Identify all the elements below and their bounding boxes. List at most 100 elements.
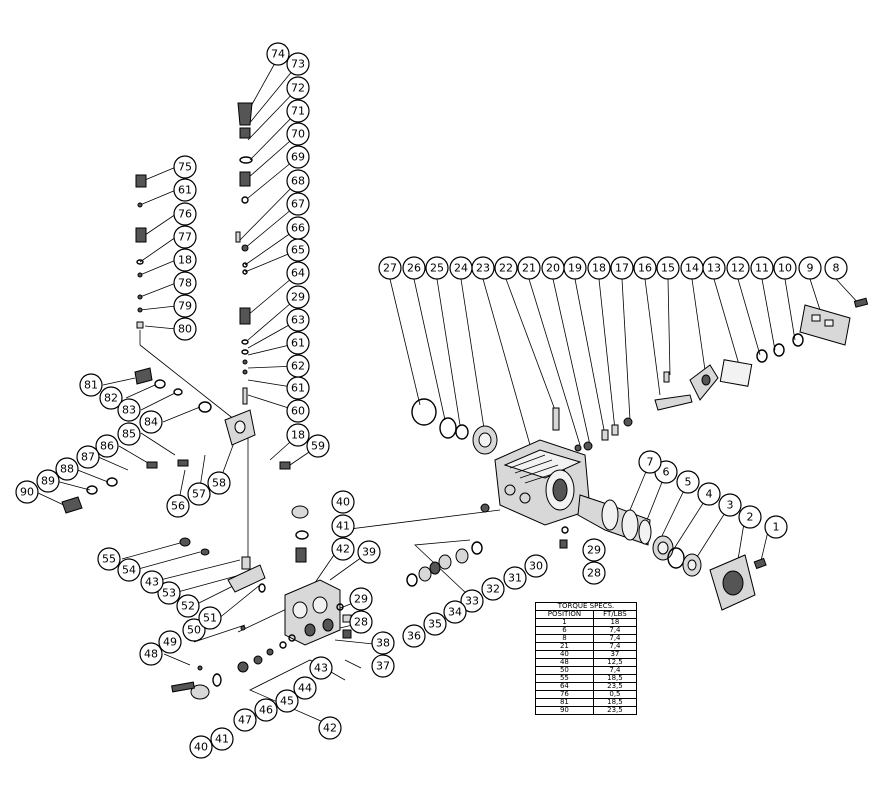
svg-text:11: 11 [755, 262, 769, 275]
callout-83: 83 [117, 398, 141, 422]
svg-text:1: 1 [773, 521, 780, 534]
svg-text:18: 18 [178, 254, 192, 267]
svg-text:27: 27 [383, 262, 397, 275]
callout-24: 24 [449, 256, 473, 280]
callout-54: 54 [117, 558, 141, 582]
callout-61-c: 61 [173, 178, 197, 202]
svg-text:40: 40 [336, 496, 350, 509]
svg-text:49: 49 [163, 636, 177, 649]
callout-57: 57 [187, 482, 211, 506]
svg-text:28: 28 [587, 567, 601, 580]
svg-text:71: 71 [291, 105, 305, 118]
svg-text:36: 36 [407, 630, 421, 643]
callout-18: 18 [587, 256, 611, 280]
callout-75: 75 [173, 155, 197, 179]
svg-text:2: 2 [747, 511, 754, 524]
callout-10: 10 [773, 256, 797, 280]
cover-plate [411, 297, 869, 455]
pump-drawing: 1 2 3 4 5 6 7 8 9 10 11 12 13 14 15 16 1… [15, 42, 869, 759]
svg-text:88: 88 [60, 463, 74, 476]
callout-41-bottom: 41 [210, 727, 234, 751]
svg-text:17: 17 [615, 262, 629, 275]
callout-65: 65 [286, 238, 310, 262]
svg-text:50: 50 [187, 624, 201, 637]
callout-81: 81 [79, 373, 103, 397]
svg-text:89: 89 [41, 475, 55, 488]
callout-87: 87 [76, 445, 100, 469]
callout-7: 7 [638, 450, 662, 474]
callout-16: 16 [633, 256, 657, 280]
callout-59: 59 [306, 434, 330, 458]
callout-4: 4 [697, 482, 721, 506]
svg-text:31: 31 [508, 572, 522, 585]
svg-text:70: 70 [291, 128, 305, 141]
svg-text:6: 6 [663, 466, 670, 479]
svg-text:52: 52 [181, 600, 195, 613]
callout-80: 80 [173, 317, 197, 341]
svg-text:46: 46 [259, 704, 273, 717]
svg-text:57: 57 [192, 488, 206, 501]
callout-58: 58 [207, 471, 231, 495]
svg-text:28: 28 [354, 616, 368, 629]
svg-text:54: 54 [122, 564, 136, 577]
svg-text:83: 83 [122, 404, 136, 417]
regulator-stack [135, 102, 291, 470]
svg-text:29: 29 [291, 291, 305, 304]
callout-18-left: 18 [286, 423, 310, 447]
callout-42-top: 42 [331, 537, 355, 561]
callout-34: 34 [443, 600, 467, 624]
callout-21: 21 [517, 256, 541, 280]
svg-text:61: 61 [291, 382, 305, 395]
callout-13: 13 [702, 256, 726, 280]
svg-text:44: 44 [298, 682, 312, 695]
callout-77: 77 [173, 225, 197, 249]
callout-46: 46 [254, 698, 278, 722]
bottom-parts [171, 625, 296, 700]
svg-text:3: 3 [727, 499, 734, 512]
callout-49: 49 [158, 630, 182, 654]
callout-55: 55 [97, 547, 121, 571]
manifold-head [284, 505, 352, 646]
seal-kit [406, 503, 569, 587]
svg-text:32: 32 [486, 583, 500, 596]
svg-text:20: 20 [546, 262, 560, 275]
callout-50: 50 [182, 618, 206, 642]
svg-text:38: 38 [376, 637, 390, 650]
svg-text:81: 81 [84, 379, 98, 392]
callout-40-bottom: 40 [189, 735, 213, 759]
callout-62: 62 [286, 354, 310, 378]
svg-text:80: 80 [178, 323, 192, 336]
callout-8: 8 [824, 256, 848, 280]
callout-53: 53 [157, 581, 181, 605]
svg-text:21: 21 [522, 262, 536, 275]
leader-lines [35, 53, 861, 726]
svg-text:79: 79 [178, 300, 192, 313]
svg-text:53: 53 [162, 587, 176, 600]
callout-26: 26 [402, 256, 426, 280]
svg-text:18: 18 [291, 429, 305, 442]
callout-14: 14 [680, 256, 704, 280]
callout-72: 72 [286, 76, 310, 100]
svg-text:87: 87 [81, 451, 95, 464]
callout-25: 25 [425, 256, 449, 280]
callout-71: 71 [286, 99, 310, 123]
svg-text:39: 39 [362, 546, 376, 559]
svg-text:29: 29 [354, 593, 368, 606]
callout-70: 70 [286, 122, 310, 146]
callout-82: 82 [99, 386, 123, 410]
callout-68: 68 [286, 169, 310, 193]
svg-text:26: 26 [407, 262, 421, 275]
callout-12: 12 [726, 256, 750, 280]
callout-42-bottom: 42 [318, 716, 342, 740]
callout-47: 47 [233, 708, 257, 732]
svg-text:42: 42 [323, 722, 337, 735]
callout-37: 37 [371, 654, 395, 678]
svg-text:22: 22 [499, 262, 513, 275]
callout-56: 56 [166, 494, 190, 518]
svg-text:77: 77 [178, 231, 192, 244]
callout-79: 79 [173, 294, 197, 318]
